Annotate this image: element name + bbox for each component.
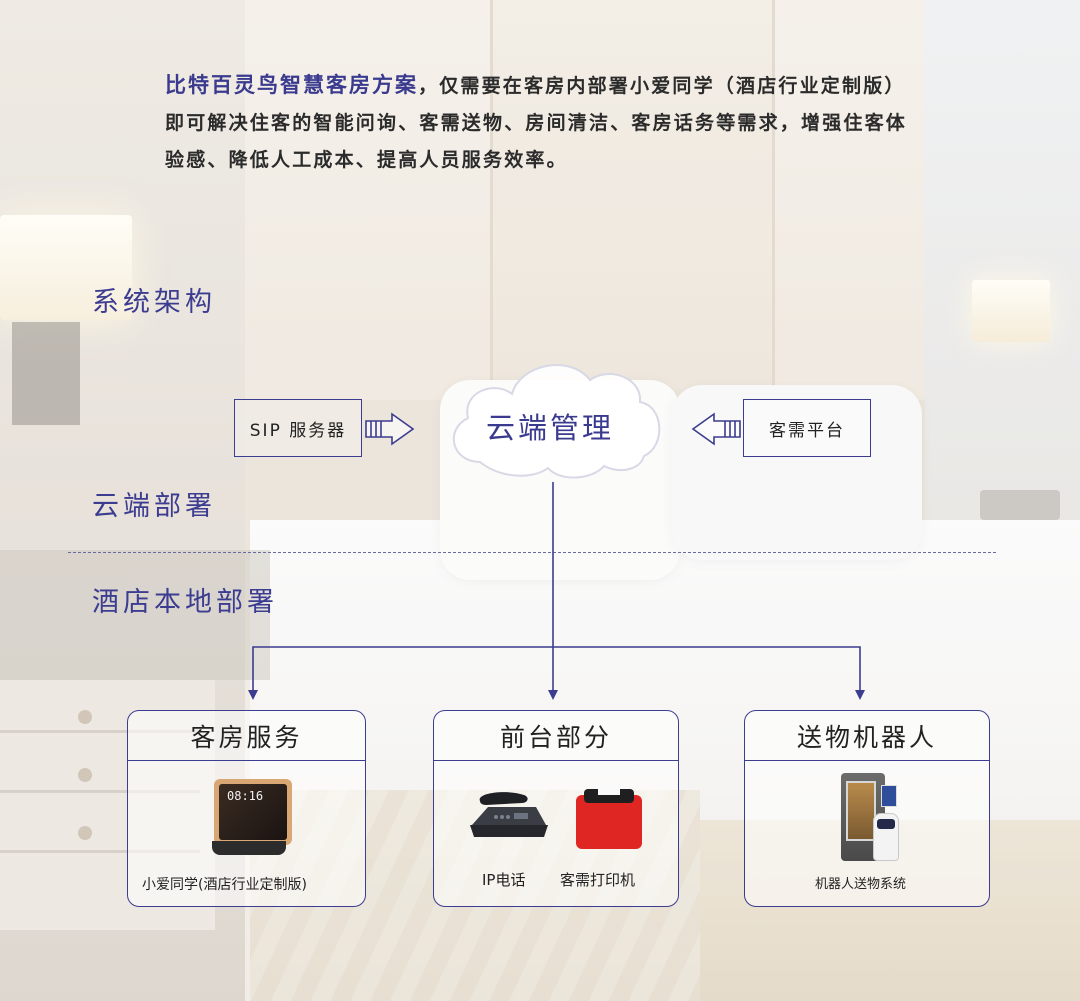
nightstand xyxy=(0,550,270,680)
wall-lamp xyxy=(0,215,132,320)
group-title: 前台部分 xyxy=(434,711,678,761)
drawer-line xyxy=(0,790,200,793)
drawer-knob xyxy=(78,826,92,840)
group-delivery-robot: 送物机器人 机器人送物系统 xyxy=(744,710,990,907)
demand-arrow-icon xyxy=(691,412,741,446)
wall-seam xyxy=(772,0,775,560)
intro-paragraph: 比特百灵鸟智慧客房方案，仅需要在客房内部署小爱同学（酒店行业定制版）即可解决住客… xyxy=(165,67,925,179)
section-local: 酒店本地部署 xyxy=(92,587,278,618)
group-front-desk: 前台部分 IP电话 客需打印机 xyxy=(433,710,679,907)
desk-phone xyxy=(980,490,1060,520)
drawer-knob xyxy=(78,710,92,724)
wall-lamp xyxy=(972,280,1050,342)
group-title: 送物机器人 xyxy=(745,711,989,761)
device-caption: 小爱同学(酒店行业定制版) xyxy=(142,877,307,893)
section-cloud: 云端部署 xyxy=(92,491,216,522)
lamp-stem xyxy=(12,322,80,425)
ip-phone-icon xyxy=(470,792,548,837)
drawer-knob xyxy=(78,768,92,782)
demand-platform-box: 客需平台 xyxy=(743,399,871,457)
sip-arrow-icon xyxy=(365,412,415,446)
connector-lines xyxy=(252,482,861,692)
drawer-line xyxy=(0,850,200,853)
cloud-icon xyxy=(452,364,661,479)
robot-icon xyxy=(841,773,901,865)
wall-seam xyxy=(490,0,493,560)
speaker-clock: 08:16 xyxy=(227,789,264,803)
group-title: 客房服务 xyxy=(128,711,365,761)
cloud-management-label: 云端管理 xyxy=(485,411,614,445)
smart-speaker-icon: 08:16 xyxy=(212,779,294,855)
sip-server-box: SIP 服务器 xyxy=(234,399,362,457)
section-architecture: 系统架构 xyxy=(92,287,216,318)
cloud-local-divider xyxy=(68,552,996,553)
device-caption: IP电话 xyxy=(482,871,526,889)
group-room-service: 客房服务 08:16 小爱同学(酒店行业定制版) xyxy=(127,710,366,907)
intro-body: ，仅需要在客房内部署小爱同学（酒店行业定制版）即可解决住客的智能问询、客需送物、… xyxy=(165,75,908,171)
brand-name: 比特百灵鸟智慧客房方案 xyxy=(165,73,418,97)
printer-icon xyxy=(576,785,642,849)
device-caption: 机器人送物系统 xyxy=(815,877,907,892)
drawer-line xyxy=(0,730,200,733)
connector-arrowheads xyxy=(248,690,865,700)
device-caption: 客需打印机 xyxy=(560,871,636,889)
